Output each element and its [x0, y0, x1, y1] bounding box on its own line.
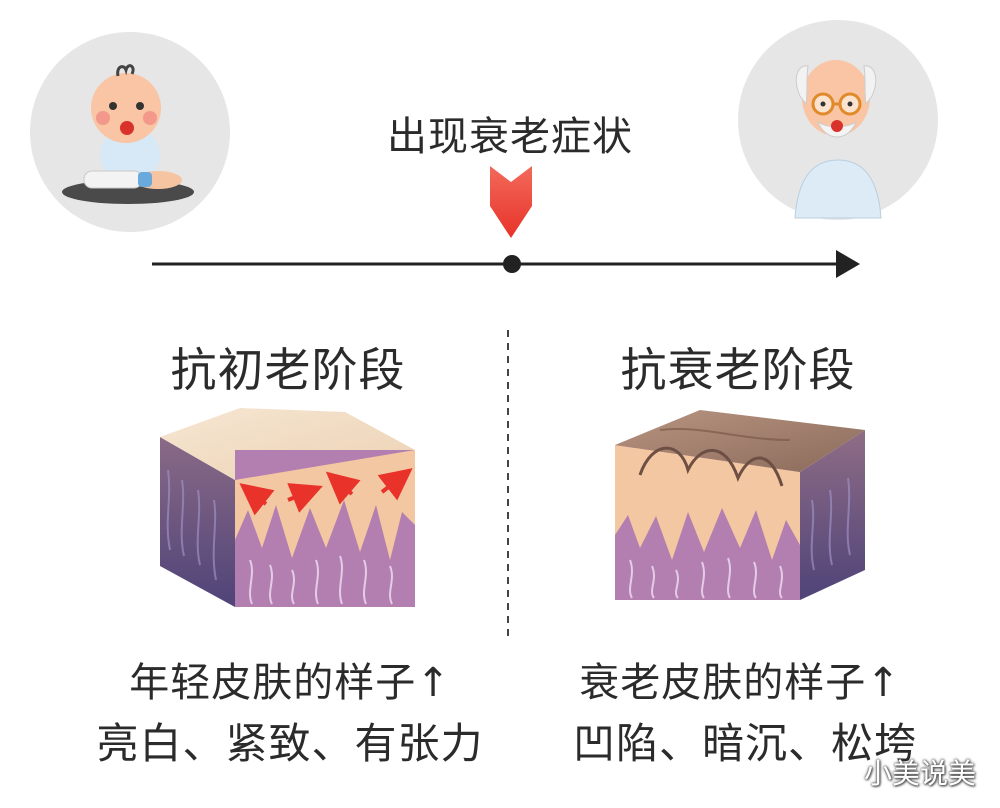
- baby-icon: [30, 32, 230, 232]
- young-skin-cube-icon: [160, 408, 415, 607]
- baby-eye-right: [136, 102, 144, 110]
- timeline-event-dot: [503, 255, 521, 273]
- baby-cheek-left: [96, 111, 110, 125]
- aged-skin-cube-icon: [615, 410, 865, 600]
- red-down-arrow-icon: [490, 166, 532, 238]
- baby-eye-left: [109, 102, 117, 110]
- elderly-eye-left: [821, 102, 826, 107]
- bottle-icon: [84, 171, 142, 188]
- elderly-eye-right: [848, 102, 853, 107]
- young-skin-caption-traits: 亮白、紧致、有张力: [60, 710, 520, 771]
- bottle-cap: [138, 172, 152, 187]
- timeline-arrowhead: [836, 250, 860, 278]
- elderly-man-icon: [738, 20, 938, 220]
- stage-heading-anti-early-aging: 抗初老阶段: [138, 334, 438, 400]
- elderly-mouth: [831, 120, 843, 132]
- young-skin-caption-title: 年轻皮肤的样子↑: [80, 650, 500, 708]
- stage-heading-anti-aging: 抗衰老阶段: [588, 334, 888, 400]
- aged-skin-caption-title: 衰老皮肤的样子↑: [530, 650, 950, 708]
- event-label: 出现衰老症状: [310, 104, 710, 162]
- baby-mouth: [120, 121, 134, 135]
- watermark: 小美说美: [850, 752, 990, 792]
- baby-cheek-right: [143, 111, 157, 125]
